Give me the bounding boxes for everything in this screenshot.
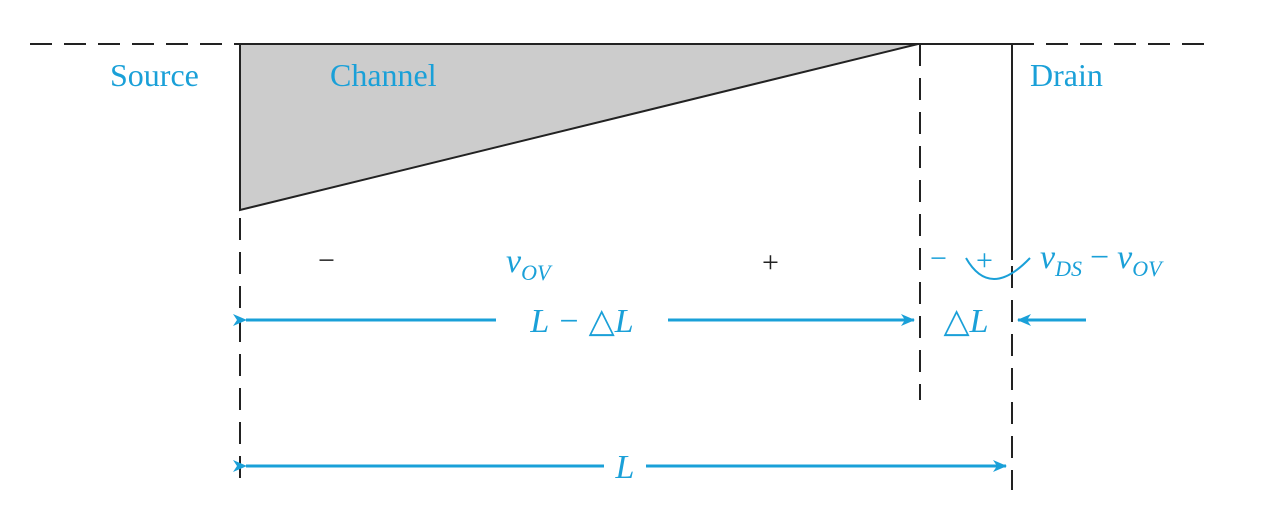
delta-l-label: △L <box>943 303 988 340</box>
vov-subscript: OV <box>521 260 553 285</box>
drain-label: Drain <box>1030 57 1103 93</box>
vov2-subscript: OV <box>1132 256 1164 281</box>
vov2-v: v <box>1117 239 1133 276</box>
vds-minus-vov-label: vDS−vOV <box>1040 239 1164 281</box>
l-label: L <box>615 449 635 486</box>
source-label: Source <box>110 57 199 93</box>
vov-minus-sign: − <box>318 244 335 277</box>
vds-minus-sign: − <box>1090 239 1109 276</box>
pointer-curve <box>965 257 1031 280</box>
delta-plus-sign: + <box>976 244 993 277</box>
channel-label: Channel <box>330 57 437 93</box>
vov-label: vOV <box>506 243 553 285</box>
vov-plus-sign: + <box>762 246 779 279</box>
vds-subscript: DS <box>1054 256 1082 281</box>
delta-minus-sign: − <box>930 242 947 275</box>
vov-v: v <box>506 243 522 280</box>
vds-v: v <box>1040 239 1056 276</box>
l-minus-delta-l-label: L − △L <box>529 303 633 340</box>
